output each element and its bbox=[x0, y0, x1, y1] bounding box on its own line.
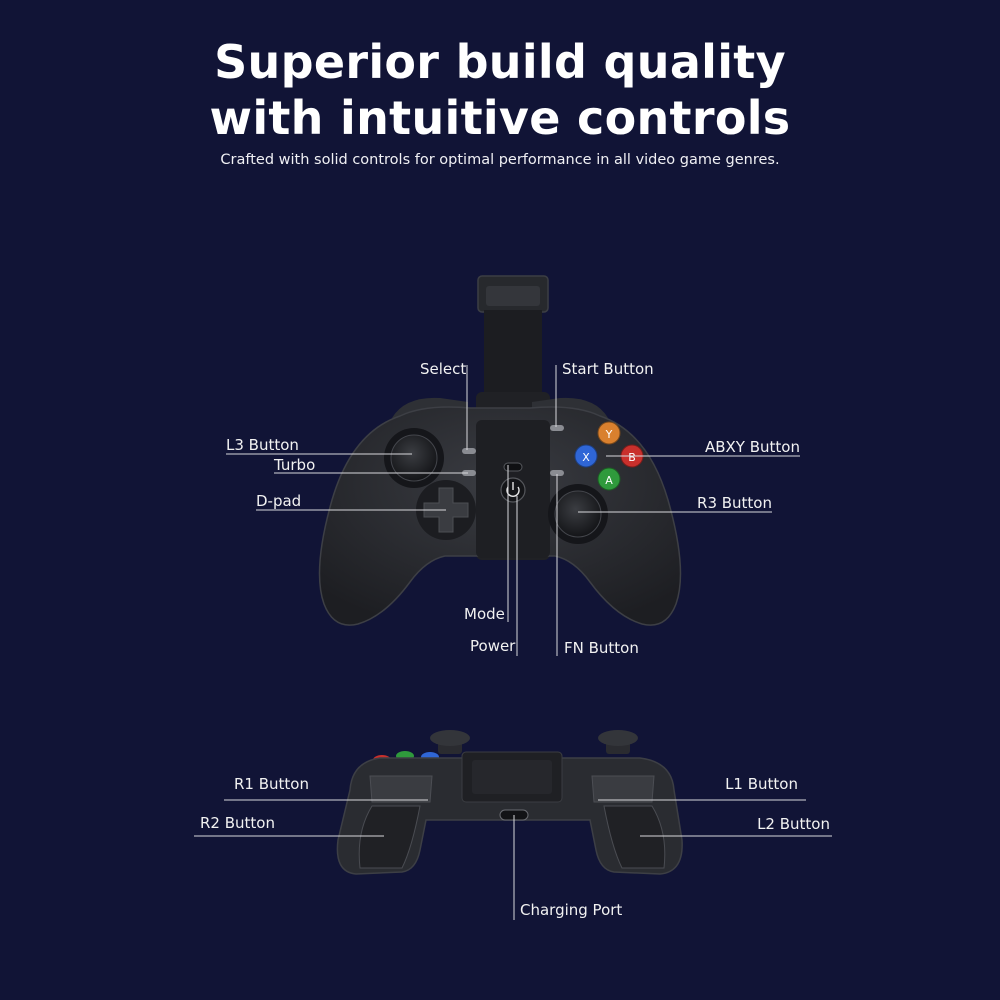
r1-bumper bbox=[369, 775, 433, 803]
label-select: Select bbox=[420, 360, 467, 378]
r2-trigger bbox=[358, 805, 421, 869]
label-l3-button: L3 Button bbox=[226, 436, 299, 454]
top-leader-lines bbox=[194, 799, 832, 920]
start-button bbox=[550, 425, 564, 431]
phone-clamp-pad bbox=[486, 286, 540, 306]
right-stick bbox=[554, 490, 602, 538]
front-controller: Y X B A bbox=[318, 275, 682, 626]
subheadline: Crafted with solid controls for optimal … bbox=[220, 152, 780, 168]
front-leader-lines bbox=[226, 365, 800, 656]
y-button-letter: Y bbox=[605, 428, 613, 441]
headline: Superior build quality with intuitive co… bbox=[0, 34, 1000, 146]
y-button bbox=[597, 421, 621, 445]
a-button bbox=[597, 467, 621, 491]
b-button-letter: B bbox=[628, 451, 636, 464]
right-stick-top bbox=[598, 730, 638, 746]
label-fn-button: FN Button bbox=[564, 639, 639, 657]
fn-button bbox=[550, 470, 564, 476]
left-stick bbox=[390, 434, 438, 482]
a-button-letter: A bbox=[605, 474, 613, 487]
l2-trigger bbox=[603, 805, 666, 869]
top-controller bbox=[336, 730, 683, 875]
l1-bumper bbox=[591, 775, 655, 803]
label-l1-button: L1 Button bbox=[725, 775, 798, 793]
x-button bbox=[574, 444, 598, 468]
mode-switch bbox=[503, 462, 523, 472]
x-button-letter: X bbox=[582, 451, 590, 464]
select-button bbox=[462, 448, 476, 454]
label-d-pad: D-pad bbox=[256, 492, 302, 510]
label-turbo: Turbo bbox=[274, 456, 316, 474]
label-r1-button: R1 Button bbox=[234, 775, 309, 793]
label-l2-button: L2 Button bbox=[757, 815, 830, 833]
label-r2-button: R2 Button bbox=[200, 814, 275, 832]
headline-line-2: with intuitive controls bbox=[209, 91, 791, 145]
label-start-button: Start Button bbox=[562, 360, 654, 378]
label-mode: Mode bbox=[464, 605, 505, 623]
headline-line-1: Superior build quality bbox=[214, 35, 786, 89]
turbo-button bbox=[462, 470, 476, 476]
label-abxy-button: ABXY Button bbox=[704, 438, 800, 456]
label-r3-button: R3 Button bbox=[697, 494, 772, 512]
label-power: Power bbox=[470, 637, 516, 655]
left-stick-top bbox=[430, 730, 470, 746]
label-charging-port: Charging Port bbox=[520, 901, 623, 919]
